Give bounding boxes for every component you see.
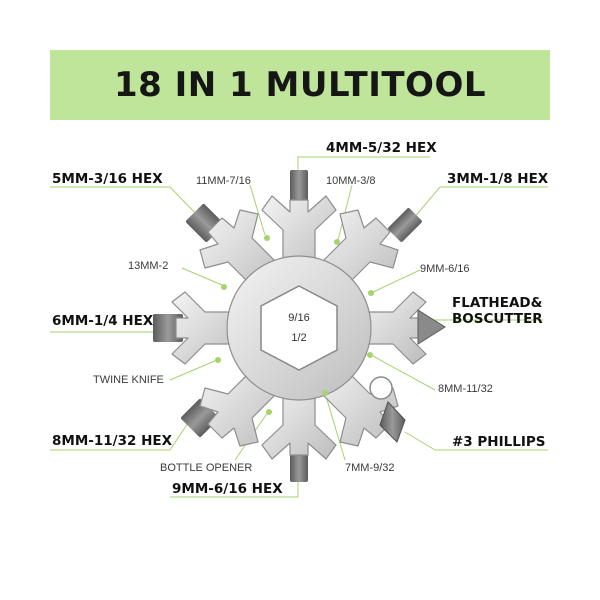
page-title: 18 IN 1 MULTITOOL [113,65,487,105]
flathead-tip [417,309,446,345]
label-hex-3mm: 3MM-1/8 HEX [447,171,549,187]
label-bottle-opener: BOTTLE OPENER [160,462,253,474]
phillips-tip [379,401,406,443]
label-hex-8mm: 8MM-11/32 HEX [52,433,172,449]
label-flathead-line1: FLATHEAD& [452,295,543,311]
label-wrench-10mm: 10MM-3/8 [326,175,376,187]
label-wrench-13mm: 13MM-2 [128,260,169,272]
label-phillips: #3 PHILLIPS [452,434,546,450]
marker-dots [215,235,374,415]
label-hex-4mm: 4MM-5/32 HEX [326,140,437,156]
label-wrench-11mm: 11MM-7/16 [196,175,251,187]
center-size-bottom: 1/2 [291,332,307,344]
label-hex-5mm: 5MM-3/16 HEX [52,171,163,187]
opener-hole [369,376,393,400]
label-hex-9mm: 9MM-6/16 HEX [172,481,283,497]
label-flathead-line2: BOSCUTTER [452,311,543,327]
title-banner-text-area: 18 IN 1 MULTITOOL [50,50,550,120]
label-wrench-7mm: 7MM-9/32 [345,462,395,474]
label-hex-6mm: 6MM-1/4 HEX [52,313,154,329]
label-twine-knife: TWINE KNIFE [93,374,164,386]
center-size-top: 9/16 [288,312,310,324]
center-hexagon [260,285,338,371]
label-wrench-8mm: 8MM-11/32 [438,383,493,395]
label-wrench-9mm: 9MM-6/16 [420,263,470,275]
title-banner [50,50,550,120]
